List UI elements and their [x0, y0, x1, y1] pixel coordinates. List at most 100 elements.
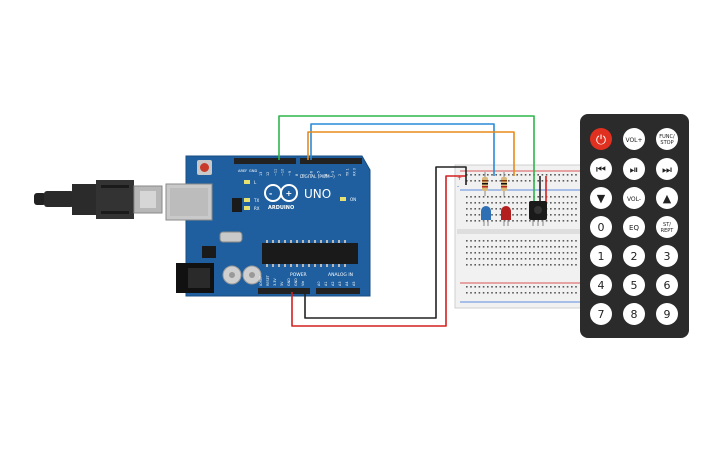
breadboard-hole [487, 292, 489, 294]
up-button[interactable] [656, 187, 678, 209]
ir-remote: ⏻ VOL+ FUNC/ STOP ⏮ ⏯ ⏭ ▼ VOL- ▲ 0 EQ ST… [580, 114, 689, 338]
rail-minus-label: - [457, 183, 459, 190]
breadboard-hole [524, 252, 527, 254]
breadboard-hole [524, 286, 527, 288]
breadboard-hole [470, 180, 472, 182]
breadboard-hole [470, 252, 472, 254]
breadboard-hole [537, 292, 539, 294]
breadboard-hole [562, 292, 565, 294]
breadboard-hole [466, 196, 468, 198]
analog-header [316, 288, 360, 294]
breadboard-hole [524, 220, 527, 222]
breadboard-hole [550, 258, 552, 260]
six-button[interactable] [656, 274, 678, 296]
power-pin-label: IOREF [259, 276, 263, 286]
breadboard-hole [499, 202, 502, 204]
st-rept-label-1: ST/ [663, 222, 671, 228]
st-rept-button[interactable] [656, 216, 678, 238]
nine-button[interactable] [656, 303, 678, 325]
one-button[interactable] [590, 245, 612, 267]
breadboard-hole [524, 202, 527, 204]
breadboard-hole [571, 286, 573, 288]
breadboard-hole [566, 292, 569, 294]
vol-plus-button[interactable] [623, 128, 645, 150]
breadboard-hole [550, 208, 552, 210]
st-rept-label-2: REPT [661, 228, 675, 234]
breadboard-hole [466, 286, 468, 288]
func-stop-button[interactable] [656, 128, 678, 150]
digital-header-label: DIGITAL (PWM~) [300, 174, 335, 179]
breadboard-hole [516, 174, 518, 176]
breadboard-hole [491, 286, 493, 288]
seven-button[interactable] [590, 303, 612, 325]
breadboard-hole [541, 174, 544, 176]
power-pin-label: 3.3V [273, 278, 277, 286]
breadboard-hole [478, 264, 481, 266]
next-button[interactable] [656, 158, 678, 180]
power-pin-label: Vin [301, 281, 305, 286]
breadboard-hole [529, 180, 531, 182]
zero-label: 0 [598, 221, 605, 234]
prev-button[interactable] [590, 158, 612, 180]
breadboard-hole [566, 246, 569, 248]
digital-pin-label: ~11 [273, 169, 277, 176]
breadboard-hole [478, 246, 481, 248]
breadboard-hole [470, 258, 472, 260]
play-pause-icon: ⏯ [630, 163, 639, 176]
breadboard-hole [491, 240, 493, 242]
breadboard-hole [566, 214, 569, 216]
zero-button[interactable] [590, 216, 612, 238]
breadboard-hole [537, 180, 539, 182]
breadboard-hole [562, 174, 565, 176]
arduino-board: L TX RX ON - + ARDUINO UNO DIGITAL (PWM~… [165, 155, 371, 297]
breadboard-hole [571, 240, 573, 242]
breadboard-hole [575, 180, 577, 182]
breadboard-hole [499, 196, 502, 198]
three-button[interactable] [656, 245, 678, 267]
wire-red-5v [291, 175, 466, 327]
breadboard-hole [466, 258, 468, 260]
breadboard-hole [562, 208, 565, 210]
breadboard-hole [537, 174, 539, 176]
breadboard-hole [482, 252, 485, 254]
two-button[interactable] [623, 245, 645, 267]
breadboard-hole [508, 292, 510, 294]
wire-green [278, 115, 535, 210]
breadboard-hole [508, 252, 510, 254]
usb-cable [34, 180, 163, 219]
analog-pin-label: A2 [331, 282, 335, 286]
breadboard-hole [554, 252, 556, 254]
four-label: 4 [598, 279, 605, 292]
breadboard-hole [524, 180, 527, 182]
breadboard-hole [478, 252, 481, 254]
five-button[interactable] [623, 274, 645, 296]
breadboard-hole [503, 240, 506, 242]
breadboard-hole [566, 264, 569, 266]
eq-button[interactable] [623, 216, 645, 238]
breadboard-hole [503, 264, 506, 266]
breadboard-hole [571, 252, 573, 254]
four-button[interactable] [590, 274, 612, 296]
power-button[interactable] [590, 128, 612, 150]
two-label: 2 [631, 250, 638, 263]
play-pause-button[interactable] [623, 158, 645, 180]
breadboard-hole [562, 240, 565, 242]
down-button[interactable] [590, 187, 612, 209]
breadboard-hole [529, 246, 531, 248]
vol-minus-button[interactable] [623, 187, 645, 209]
breadboard-hole [474, 196, 476, 198]
breadboard-hole [466, 214, 468, 216]
breadboard-hole [482, 258, 485, 260]
analog-label: ANALOG IN [328, 272, 353, 278]
breadboard-hole [554, 264, 556, 266]
breadboard-hole [554, 202, 556, 204]
breadboard-hole [491, 180, 493, 182]
breadboard-hole [550, 214, 552, 216]
breadboard-hole [491, 264, 493, 266]
breadboard-hole [554, 196, 556, 198]
breadboard-hole [470, 220, 472, 222]
breadboard-hole [562, 214, 565, 216]
breadboard-hole [503, 196, 506, 198]
breadboard-hole [499, 240, 502, 242]
eight-button[interactable] [623, 303, 645, 325]
